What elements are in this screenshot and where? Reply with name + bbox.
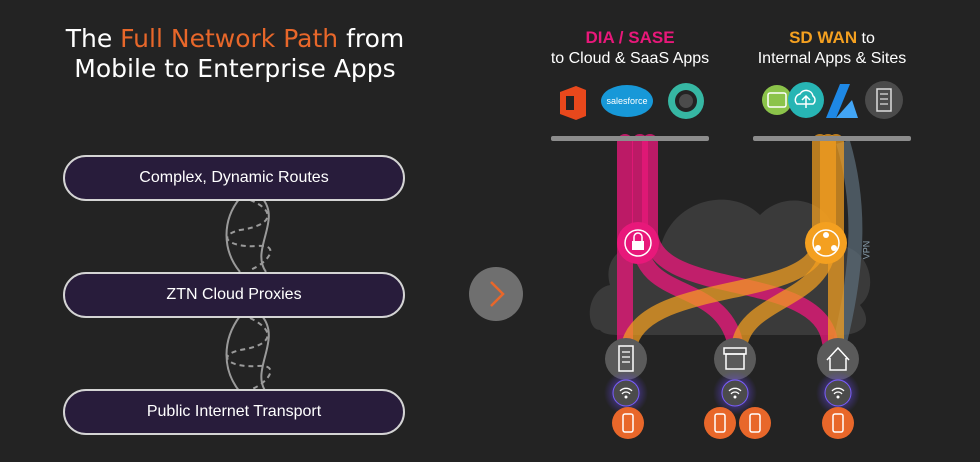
- title-line2: Mobile to Enterprise Apps: [74, 54, 396, 83]
- chevron-right-icon: [490, 281, 505, 307]
- title-highlight: Full Network Path: [120, 24, 339, 53]
- salesforce-logo: salesforce: [601, 85, 653, 117]
- layer-internet-transport: Public Internet Transport: [63, 389, 405, 435]
- strand-c: [225, 315, 241, 393]
- mobile-phone-icon: [612, 407, 644, 439]
- mobile-phone-icon: [739, 407, 771, 439]
- dia-subtitle: to Cloud & SaaS Apps: [550, 50, 710, 67]
- dia-bar: [551, 136, 709, 141]
- mobile-phone-icon: [704, 407, 736, 439]
- strand-d: [260, 315, 270, 393]
- sdwan-title: SD WAN: [789, 28, 858, 47]
- dia-title: DIA / SASE: [585, 28, 675, 47]
- home-icon: [817, 338, 859, 380]
- title-part2: from: [338, 24, 405, 53]
- svg-text:salesforce: salesforce: [606, 96, 647, 106]
- sdwan-title-suffix: to: [857, 30, 875, 47]
- layer-complex-routes: Complex, Dynamic Routes: [63, 155, 405, 201]
- sdwan-hub-icon: [805, 222, 847, 264]
- vpn-lane: [833, 140, 863, 344]
- code-window-icon: [762, 85, 792, 115]
- next-button[interactable]: [469, 267, 523, 321]
- dia-header: DIA / SASE to Cloud & SaaS Apps: [540, 28, 720, 69]
- sdwan-subtitle: Internal Apps & Sites: [757, 50, 907, 67]
- sase-hub-icon: [617, 222, 659, 264]
- office-icon: [560, 86, 586, 120]
- mobile-phone-icon: [822, 407, 854, 439]
- azure-icon: [826, 84, 858, 118]
- strand-dashed-b: [226, 317, 272, 391]
- wifi-node-2: [713, 371, 757, 415]
- vpn-label: VPN: [861, 240, 872, 260]
- sdwan-bar: [753, 136, 911, 141]
- sdwan-header: SD WAN to Internal Apps & Sites: [742, 28, 922, 69]
- page-title: The Full Network Path from Mobile to Ent…: [40, 24, 430, 84]
- spiral-app-icon: [668, 83, 704, 119]
- building-icon: [865, 81, 903, 119]
- wifi-node-1: [604, 371, 648, 415]
- wifi-node-3: [816, 371, 860, 415]
- layer-ztn-proxies: ZTN Cloud Proxies: [63, 272, 405, 318]
- title-part1: The: [65, 24, 121, 53]
- strand-a: [225, 197, 241, 273]
- store-icon: [714, 338, 756, 380]
- strand-b: [260, 197, 270, 273]
- cloud-upload-icon: [788, 82, 824, 118]
